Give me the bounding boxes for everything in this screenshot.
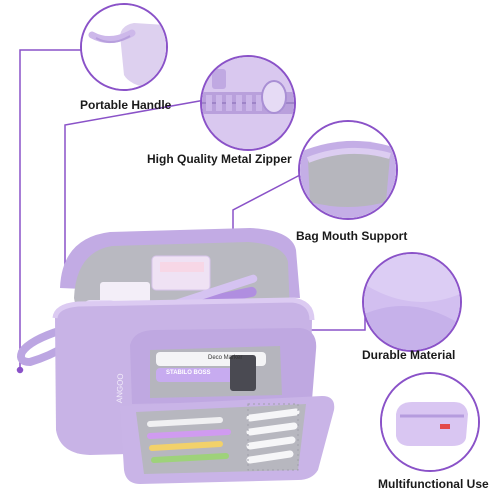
detail-circle-zipper xyxy=(200,55,296,151)
feature-label-handle: Portable Handle xyxy=(80,98,172,112)
marker-label-2: STABILO BOSS xyxy=(166,370,211,376)
detail-circle-mouth xyxy=(298,120,398,220)
handle-connector xyxy=(19,49,90,370)
feature-label-mouth: Bag Mouth Support xyxy=(296,229,408,243)
detail-circle-handle xyxy=(80,3,168,91)
marker-label-1: Deco Marker xyxy=(208,355,243,361)
detail-circle-multi xyxy=(380,372,480,472)
feature-label-multi: Multifunctional Use xyxy=(378,477,489,491)
feature-label-zipper: High Quality Metal Zipper xyxy=(147,152,292,166)
feature-label-material: Durable Material xyxy=(362,348,456,362)
brand-tag: ANGOO xyxy=(115,373,126,404)
zipper-connector xyxy=(64,99,206,280)
mouth-connector xyxy=(232,174,301,235)
detail-circle-material xyxy=(362,252,462,352)
